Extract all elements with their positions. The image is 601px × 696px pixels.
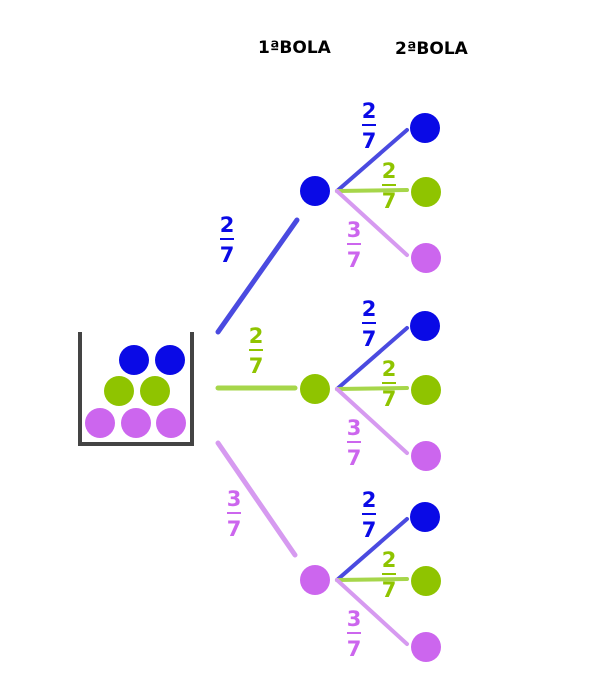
branch-level2-purple-green: [335, 577, 409, 582]
branch-level2-blue-blue: [335, 128, 409, 193]
label-level2-blue-blue-numerator: 2: [362, 99, 377, 123]
label-level2-green-blue-denominator: 7: [362, 327, 377, 351]
branch-level2-blue-purple: [335, 189, 409, 257]
header-second-ball: 2ªBOLA: [395, 39, 469, 59]
node-level2-blue-purple: [411, 243, 441, 273]
node-level2-green-green: [411, 375, 441, 405]
label-level1-purple-denominator: 7: [227, 517, 242, 541]
branch-level1-purple: [215, 440, 298, 558]
label-level2-purple-green-denominator: 7: [382, 578, 397, 602]
label-level2-green-purple-numerator: 3: [347, 416, 362, 440]
branch-level2-purple-blue: [335, 517, 409, 582]
branch-level2-green-purple: [335, 387, 409, 455]
urn-ball-green: [104, 376, 134, 406]
branch-level2-blue-green: [335, 188, 409, 193]
label-level1-green-denominator: 7: [249, 354, 264, 378]
label-level2-purple-green-numerator: 2: [382, 548, 397, 572]
label-level2-blue-blue-denominator: 7: [362, 129, 377, 153]
label-level2-purple-blue-numerator: 2: [362, 488, 377, 512]
label-level2-blue-purple-denominator: 7: [347, 248, 362, 272]
label-level1-blue: 27: [220, 213, 235, 267]
label-level2-blue-green-numerator: 2: [382, 159, 397, 183]
label-level1-green-numerator: 2: [249, 324, 264, 348]
urn: [78, 332, 194, 446]
label-level2-blue-green-denominator: 7: [382, 189, 397, 213]
label-level1-purple: 37: [227, 487, 242, 541]
label-level2-blue-purple-numerator: 3: [347, 218, 362, 242]
node-level2-purple-green: [411, 566, 441, 596]
label-level2-green-purple-denominator: 7: [347, 446, 362, 470]
branch-level2-green-blue: [335, 326, 409, 391]
label-level2-blue-green: 27: [382, 159, 397, 213]
branch-level2-green-green: [335, 386, 409, 391]
header-first-ball: 1ªBOLA: [258, 38, 332, 58]
label-level2-green-green-numerator: 2: [382, 357, 397, 381]
tree-nodes: [300, 113, 441, 662]
urn-frame: [78, 332, 194, 446]
label-level2-purple-blue: 27: [362, 488, 377, 542]
branch-lines: [215, 128, 409, 646]
node-level2-blue-blue: [410, 113, 440, 143]
branch-level1-blue: [215, 217, 300, 335]
label-level2-purple-blue-denominator: 7: [362, 518, 377, 542]
label-level2-purple-purple-numerator: 3: [347, 607, 362, 631]
urn-ball-purple: [85, 408, 115, 438]
node-level1-green: [300, 374, 330, 404]
urn-ball-green: [140, 376, 170, 406]
label-level2-green-blue-numerator: 2: [362, 297, 377, 321]
label-level2-green-blue: 27: [362, 297, 377, 351]
urn-ball-purple: [156, 408, 186, 438]
urn-ball-blue: [119, 345, 149, 375]
label-level2-purple-green: 27: [382, 548, 397, 602]
node-level2-green-blue: [410, 311, 440, 341]
label-level2-green-purple: 37: [347, 416, 362, 470]
label-level2-blue-purple: 37: [347, 218, 362, 272]
node-level1-blue: [300, 176, 330, 206]
label-level2-purple-purple-denominator: 7: [347, 637, 362, 661]
branch-level2-purple-purple: [335, 578, 409, 646]
label-level2-green-green-denominator: 7: [382, 387, 397, 411]
label-level1-blue-denominator: 7: [220, 243, 235, 267]
label-level2-green-green: 27: [382, 357, 397, 411]
urn-ball-blue: [155, 345, 185, 375]
label-level2-blue-blue: 27: [362, 99, 377, 153]
label-level1-blue-numerator: 2: [220, 213, 235, 237]
node-level2-blue-green: [411, 177, 441, 207]
node-level2-purple-blue: [410, 502, 440, 532]
label-level1-purple-numerator: 3: [227, 487, 242, 511]
node-level2-purple-purple: [411, 632, 441, 662]
label-level2-purple-purple: 37: [347, 607, 362, 661]
label-level1-green: 27: [249, 324, 264, 378]
node-level1-purple: [300, 565, 330, 595]
node-level2-green-purple: [411, 441, 441, 471]
urn-ball-purple: [121, 408, 151, 438]
